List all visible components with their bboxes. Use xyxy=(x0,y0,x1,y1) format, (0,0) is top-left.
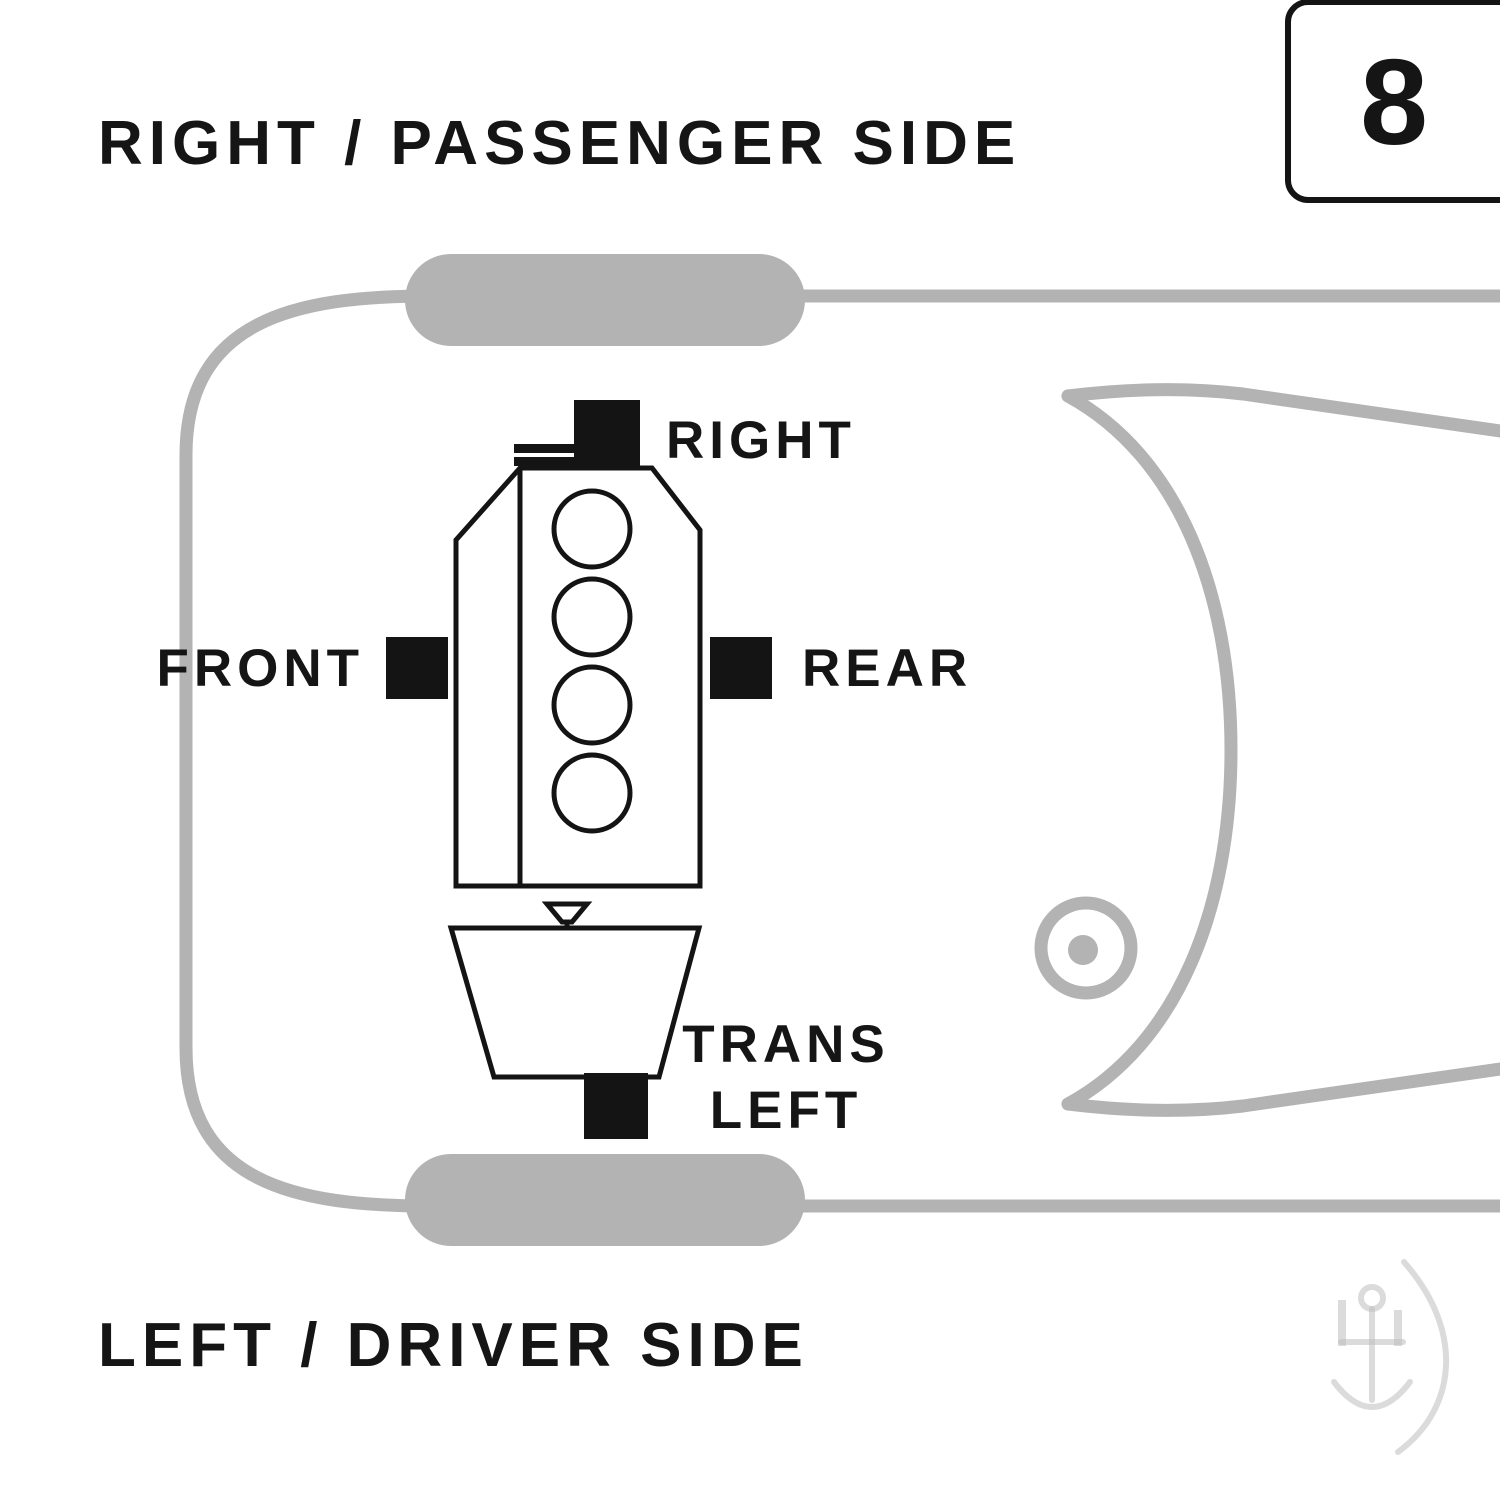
car-detail-dot xyxy=(1068,935,1098,965)
mount-front-marker xyxy=(386,637,448,699)
anchor-logo-icon xyxy=(1331,1259,1449,1455)
car-windshield-arc xyxy=(1061,389,1238,1111)
labels: RIGHT / PASSENGER SIDE LEFT / DRIVER SID… xyxy=(98,109,1021,1380)
car-silhouette xyxy=(179,254,1500,1246)
label-trans-mount-line2: LEFT xyxy=(710,1081,862,1140)
page-number-box: 8 xyxy=(1285,0,1500,203)
cylinder-3 xyxy=(551,664,633,746)
title-driver-side: LEFT / DRIVER SIDE xyxy=(98,1311,809,1380)
cylinder-2 xyxy=(551,576,633,658)
car-body-outline xyxy=(179,289,1500,1213)
tire-driver-side xyxy=(405,1154,805,1246)
mount-right-bolt-1 xyxy=(514,444,576,453)
label-right-mount: RIGHT xyxy=(666,411,856,470)
car-cowl-line-bottom xyxy=(1061,1062,1500,1117)
page-number-border xyxy=(1285,0,1500,203)
watermark-hook xyxy=(1331,1379,1413,1410)
cylinder-4 xyxy=(551,752,633,834)
label-front-mount: FRONT xyxy=(156,639,364,698)
tire-passenger-side xyxy=(405,254,805,346)
car-detail-circle xyxy=(1034,896,1138,1000)
page-number: 8 xyxy=(1360,34,1428,170)
transmission-funnel-icon xyxy=(541,901,593,925)
label-rear-mount: REAR xyxy=(802,639,972,698)
mount-trans-left-marker xyxy=(584,1073,648,1139)
transmission-outline xyxy=(447,925,703,1080)
mount-rear-marker xyxy=(710,637,772,699)
watermark-bar-1 xyxy=(1338,1300,1346,1346)
engine-diagram xyxy=(386,400,772,1139)
watermark-bar-2 xyxy=(1394,1310,1402,1346)
watermark-ring xyxy=(1358,1284,1386,1312)
car-cowl-line-top xyxy=(1061,383,1500,438)
title-passenger-side: RIGHT / PASSENGER SIDE xyxy=(98,109,1021,178)
mount-right-marker xyxy=(574,400,640,466)
label-trans-mount-line1: TRANS xyxy=(682,1015,890,1074)
watermark-swirl xyxy=(1395,1259,1449,1455)
mount-right-bolt-2 xyxy=(514,457,576,466)
cylinder-1 xyxy=(551,488,633,570)
